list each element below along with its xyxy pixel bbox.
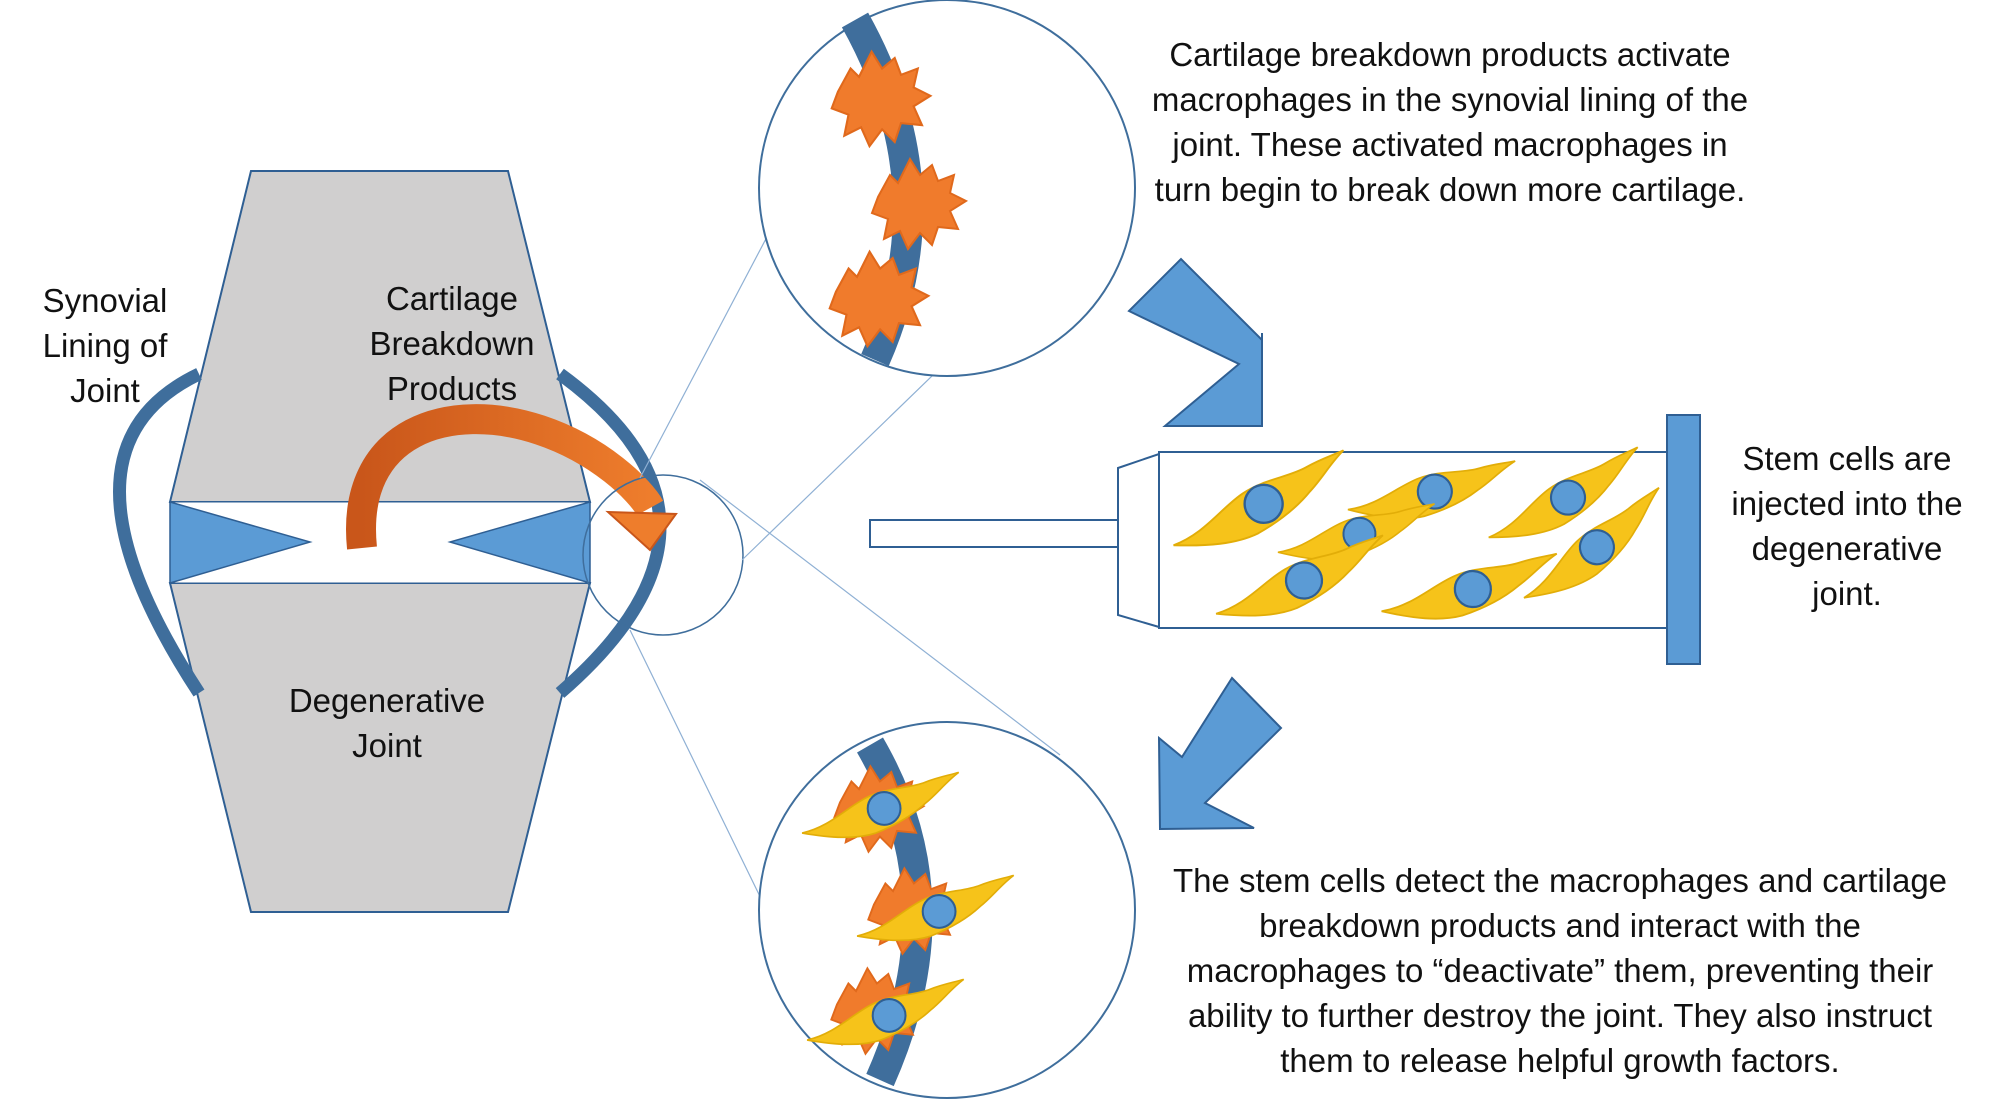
cartilage-left: [169, 501, 313, 585]
degenerative-joint-label: Degenerative Joint: [288, 682, 486, 764]
step3-description: The stem cells detect the macrophages an…: [1172, 862, 1948, 1079]
top-zoom-circle: [758, 0, 1136, 377]
synovial-lining-left: [113, 368, 205, 697]
syringe-nozzle: [1117, 452, 1160, 629]
synovial-lining-label: Synovial Lining of Joint: [42, 282, 168, 409]
syringe-plunger-rod: [869, 519, 1119, 548]
curved-arrow: [346, 404, 664, 550]
step1-description: Cartilage breakdown products activate ma…: [1151, 36, 1749, 208]
arrow-to-syringe: [1127, 257, 1263, 427]
syringe: [869, 414, 1701, 665]
cartilage-right: [447, 501, 591, 585]
arrow-to-bottom: [1157, 676, 1283, 831]
zoom-source-circle: [582, 474, 744, 636]
cartilage-breakdown-label: Cartilage Breakdown Products: [369, 280, 535, 407]
step2-description: Stem cells are injected into the degener…: [1731, 440, 1963, 612]
syringe-flange: [1666, 414, 1701, 665]
bottom-zoom-circle: [758, 721, 1136, 1099]
curved-arrow-head: [605, 510, 678, 552]
